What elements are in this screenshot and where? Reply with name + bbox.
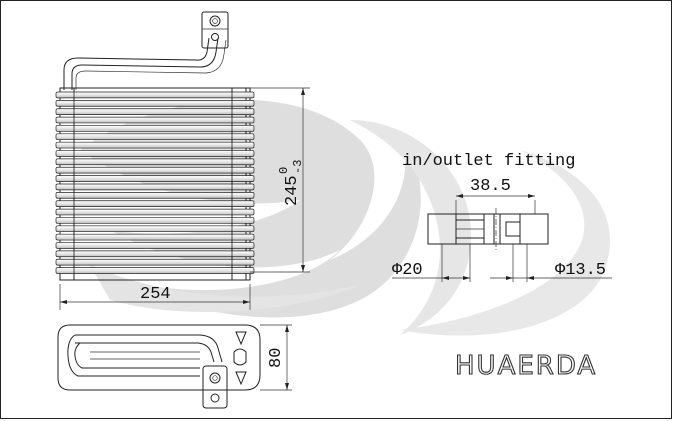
dimension-depth: 80 <box>260 324 292 391</box>
core-tube <box>55 150 255 157</box>
dimension-height: 245 0 -3 <box>250 87 310 273</box>
evaporator-top-view <box>57 324 261 409</box>
core-tube <box>55 116 255 124</box>
depth-label: 80 <box>267 348 286 368</box>
core-tube <box>55 91 255 99</box>
fitting-title: in/outlet fitting <box>402 152 575 171</box>
core-tube <box>55 192 255 199</box>
core-tube <box>55 158 255 166</box>
fitting-section: in/outlet fitting 38.5 Φ20 <box>392 152 612 282</box>
core-tube <box>55 200 255 207</box>
core-tube <box>55 108 255 115</box>
diameter-large-label: Φ20 <box>392 261 423 280</box>
core-tubes <box>55 88 255 280</box>
core-tube <box>55 175 255 182</box>
dimension-width: 254 <box>59 284 251 310</box>
core-tube <box>55 250 255 258</box>
core-tube <box>55 217 255 224</box>
core-tube <box>55 125 255 132</box>
core-tube <box>55 258 255 266</box>
core-tube <box>55 225 255 233</box>
diameter-small-label: Φ13.5 <box>555 261 606 280</box>
height-tol-upper: 0 <box>277 167 291 174</box>
core-tube <box>55 133 255 141</box>
brand-wordmark: HUAERDA <box>455 351 597 381</box>
height-label: 245 <box>283 175 302 206</box>
core-tube <box>55 242 255 249</box>
core-tube <box>55 141 255 149</box>
core-tube <box>55 183 255 191</box>
evaporator-front-view <box>55 11 255 281</box>
core-tube <box>55 267 255 274</box>
width-label: 254 <box>140 285 171 304</box>
core-tube <box>55 100 255 107</box>
height-tol-lower: -3 <box>291 160 305 174</box>
core-tube <box>55 208 255 216</box>
core-tube <box>55 166 255 174</box>
fitting-width-label: 38.5 <box>470 177 511 196</box>
core-tube <box>55 233 255 241</box>
